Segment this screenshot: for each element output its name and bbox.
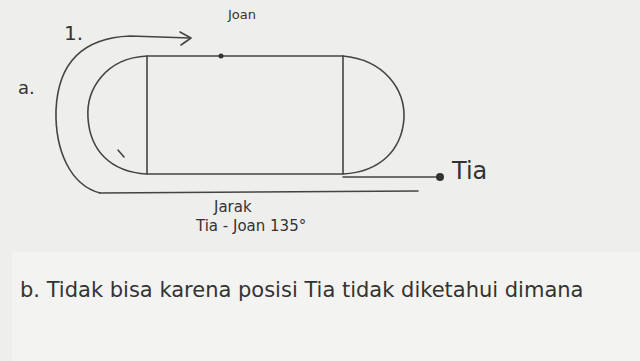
person-label: Joan	[228, 8, 256, 23]
arrow-head	[180, 32, 191, 45]
field-rect	[147, 56, 343, 174]
tia-line	[343, 176, 440, 178]
outer-bottom-line	[100, 191, 418, 193]
tick-mark	[118, 150, 124, 157]
paper-strip	[12, 252, 640, 361]
distance-label: Jarak	[214, 199, 252, 216]
outer-arrow-path	[56, 36, 190, 193]
person-label: Tia	[452, 158, 487, 186]
part-letter: a.	[18, 78, 35, 99]
distance-value: Tia - Joan 135°	[196, 218, 306, 235]
inner-right-curve	[343, 56, 404, 174]
answer-note: b. Tidak bisa karena posisi Tia tidak di…	[20, 278, 620, 302]
joan-dot	[219, 54, 224, 59]
inner-left-curve	[88, 56, 147, 174]
item-number: 1.	[64, 22, 83, 45]
tia-dot	[436, 173, 444, 181]
